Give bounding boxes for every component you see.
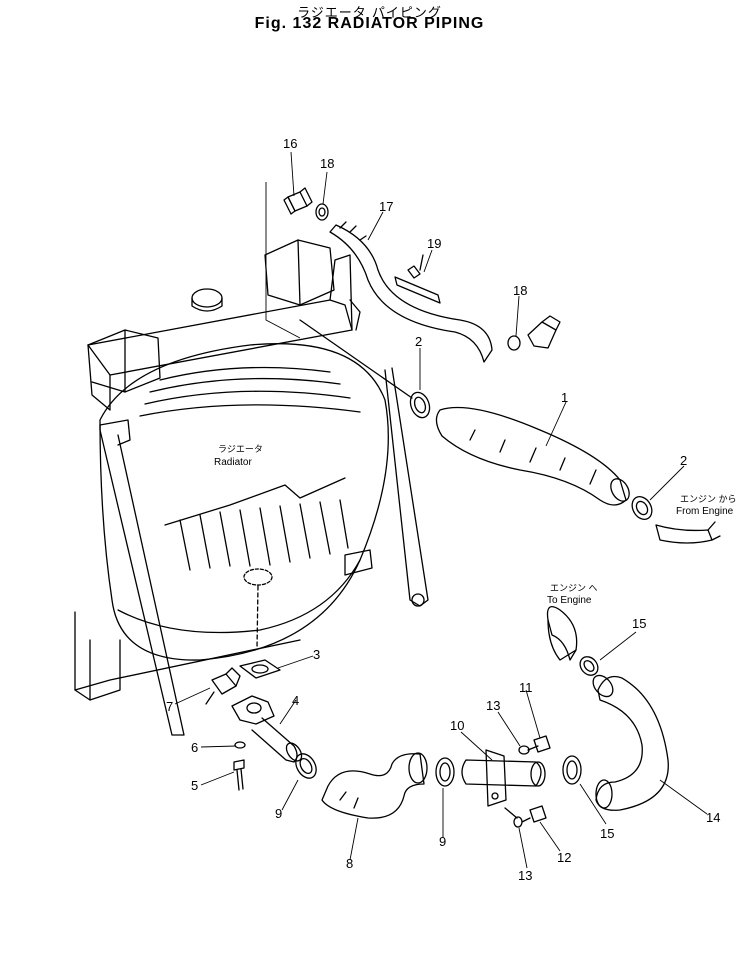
right-elbow-fitting [527, 315, 561, 349]
callout-9-left: 9 [275, 806, 282, 821]
leader-lines [174, 151, 708, 869]
callout-2-left: 2 [415, 334, 422, 349]
part-17-hose [329, 221, 493, 363]
leader-clamp-2 [299, 319, 413, 399]
callout-14: 14 [706, 810, 720, 825]
label-to-engine-en: To Engine [547, 595, 592, 606]
part-13-washer-lower [513, 816, 523, 828]
callout-7: 7 [166, 699, 173, 714]
part-1-upper-hose [435, 406, 630, 506]
label-from-engine-jp: エンジン から [680, 494, 737, 504]
callout-11: 11 [519, 680, 533, 695]
part-16-plug [283, 187, 313, 215]
callout-4: 4 [292, 693, 299, 708]
part-19-clip [394, 254, 441, 304]
radiator-body [87, 239, 389, 661]
part-18-clamp-lower [507, 335, 521, 351]
callout-12: 12 [557, 850, 571, 865]
label-from-engine-en: From Engine [676, 506, 734, 517]
part-15-clamp-upper [579, 656, 599, 676]
title-english: Fig. 132 RADIATOR PIPING [254, 15, 485, 32]
callout-16: 16 [283, 136, 297, 151]
part-4-outlet-pipe [231, 695, 303, 763]
callout-18-lower: 18 [513, 283, 527, 298]
part-3-gasket [239, 659, 281, 679]
part-11-bolt-upper [527, 735, 551, 753]
part-5-bolt [233, 759, 245, 791]
part-6-washer [234, 741, 246, 749]
label-radiator-en: Radiator [214, 457, 252, 468]
radiator-frame [74, 299, 429, 736]
part-15-clamp-lower [562, 755, 582, 785]
callout-13-upper: 13 [486, 698, 500, 713]
callout-2-right: 2 [680, 453, 687, 468]
callout-15-lower: 15 [600, 826, 614, 841]
part-2-clamp-left [409, 391, 431, 419]
title-japanese: ラジエータ パイピング [297, 6, 442, 21]
callout-6: 6 [191, 740, 198, 755]
part-12-bolt-lower [521, 805, 547, 823]
from-engine-pipe [655, 521, 721, 544]
callout-15-upper: 15 [632, 616, 646, 631]
callout-13-lower: 13 [518, 868, 532, 883]
label-to-engine-jp: エンジン へ [550, 583, 598, 593]
part-9-clamp-left [295, 753, 317, 779]
callout-17: 17 [379, 199, 393, 214]
label-radiator-jp: ラジエータ [218, 444, 263, 454]
callout-8: 8 [346, 856, 353, 871]
callout-1: 1 [561, 390, 568, 405]
to-engine-pipe [546, 606, 578, 661]
part-8-hose [321, 752, 428, 819]
callout-3: 3 [313, 647, 320, 662]
part-10-pipe-bracket [461, 749, 546, 819]
callout-9-right: 9 [439, 834, 446, 849]
part-7-drain-valve [205, 667, 241, 705]
callout-10: 10 [450, 718, 464, 733]
part-9-clamp-right [435, 757, 455, 787]
callout-19: 19 [427, 236, 441, 251]
callout-5: 5 [191, 778, 198, 793]
part-14-lower-hose [592, 674, 669, 811]
part-2-clamp-right [631, 496, 653, 520]
callout-18-upper: 18 [320, 156, 334, 171]
part-18-clamp-upper [315, 203, 329, 221]
